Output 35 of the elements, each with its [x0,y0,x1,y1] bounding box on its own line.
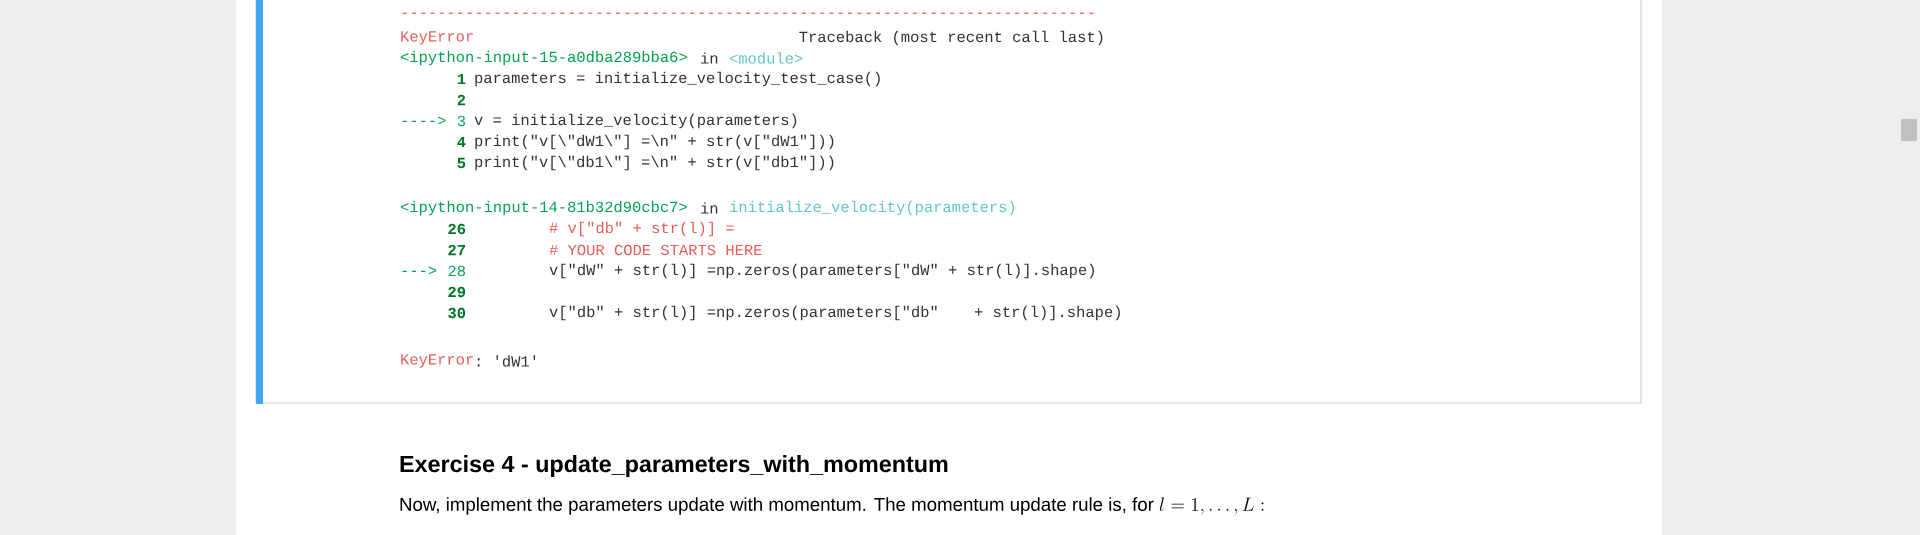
code-text: + str(l)].shape) [974,305,1120,321]
code-text: : 'dW1' [477,355,536,367]
line-number: 1 [457,73,466,85]
code-text: v["db" + str(l)] =np.zeros(parameters["db" [549,305,937,321]
code-text: --------------------------------------------------------------------------- [402,12,1094,14]
code-text: KeyError [401,31,473,45]
code-text: ---> [402,266,437,275]
code-text: Traceback (most recent call last) [799,30,1103,46]
paragraph-text: Now, implement the parameters update with momentum. The momentum update rule is, for [400,497,1154,515]
code-text: in [701,52,718,64]
code-text: <module> [729,52,803,64]
code-text: <ipython-input-14-81b32d90cbc7> [400,200,687,216]
code-text: # v["db" + str(l)] = [549,221,734,237]
code-text: v = initialize_velocity(parameters) [474,113,797,129]
code-text: v["dW" + str(l)] =np.zeros(parameters["dW" + str(l)].shape) [549,263,1094,279]
code-text: # YOUR CODE STARTS HERE [549,244,762,256]
formula: $l = 1, \ldots, L:$ [1159,497,1264,515]
code-text: print("v[\"dW1\"] =\n" + str(v["dW1"])) [475,134,834,150]
code-text: parameters = initialize_velocity_test_case() [475,71,880,87]
line-number: 30 [448,307,466,319]
line-number: 2 [457,94,466,106]
code-text: print("v[\"db1\"] =\n" + str(v["db1"])) [475,155,834,171]
code-text: 28 [448,265,465,277]
line-number: 29 [448,286,466,298]
code-text: ----> [402,116,446,125]
code-text: initialize_velocity(parameters) [730,200,1015,216]
line-number: 27 [448,244,465,256]
line-number: 26 [448,223,466,235]
line-number: 5 [457,157,466,169]
code-text: 3 [457,115,466,127]
line-number: 4 [457,136,466,148]
code-text: KeyError [401,354,473,368]
code-text: <ipython-input-15-a0dba289bba6> [400,50,687,66]
code-text: in [701,202,718,214]
section-heading: Exercise 4 - update_parameters_with_momentum [400,455,948,477]
